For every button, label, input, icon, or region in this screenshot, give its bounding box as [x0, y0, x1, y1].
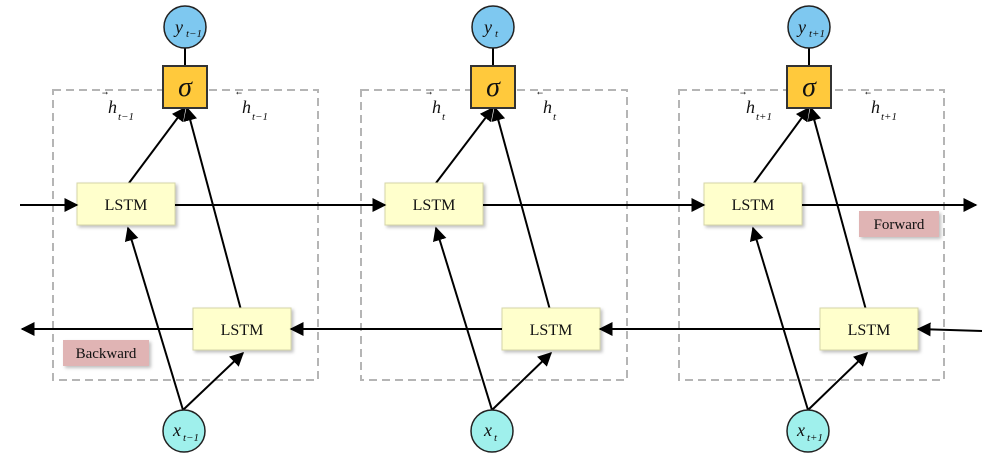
- svg-text:x: x: [172, 420, 181, 440]
- backward-entry-arrow: [916, 322, 983, 337]
- input-node: x t: [470, 409, 514, 453]
- arrow-input-to-lstm-forward: [749, 226, 809, 411]
- svg-text:y: y: [482, 17, 492, 37]
- svg-text:⃖: ⃖: [865, 91, 871, 95]
- hidden-forward-label: h ⃗ t+1: [740, 91, 772, 123]
- lstm-forward-label: LSTM: [413, 197, 456, 214]
- output-node: y t: [471, 5, 515, 49]
- output-node: y t−1: [163, 5, 207, 49]
- input-node: x t−1: [162, 409, 206, 453]
- sigma-activation: σ: [162, 65, 208, 109]
- timestep-group: y t σ h ⃗ t h ⃖ t LSTM LSTM x t: [360, 5, 628, 453]
- lstm-forward-cell: [76, 182, 176, 226]
- arrow-input-to-lstm-backward: [491, 352, 553, 411]
- arrow-lstm-forward-to-sigma: [128, 106, 186, 184]
- lstm-forward-label: LSTM: [105, 197, 148, 214]
- hidden-backward-label: h ⃖ t+1: [865, 91, 897, 123]
- svg-text:t: t: [494, 432, 498, 444]
- sigma-activation: σ: [470, 65, 516, 109]
- arrow-input-to-lstm-backward: [182, 352, 245, 411]
- hidden-forward-label: h ⃗ t−1: [102, 91, 134, 123]
- svg-text:h: h: [543, 97, 552, 117]
- arrow-lstm-backward-to-sigma: [807, 106, 867, 311]
- svg-text:σ: σ: [178, 72, 193, 103]
- forward-tag-label: Forward: [874, 217, 925, 233]
- svg-text:t−1: t−1: [252, 111, 268, 123]
- lstm-forward-label: LSTM: [732, 197, 775, 214]
- arrow-lstm-forward-to-sigma: [753, 106, 810, 184]
- svg-text:t−1: t−1: [186, 28, 202, 40]
- arrow-lstm-backward-to-sigma: [491, 106, 551, 311]
- svg-text:σ: σ: [802, 72, 817, 103]
- output-node: y t+1: [787, 5, 831, 49]
- sigma-activation: σ: [786, 65, 832, 109]
- svg-text:h: h: [746, 97, 755, 117]
- hidden-backward-label: h ⃖ t: [537, 91, 557, 123]
- arrow-input-to-lstm-forward: [124, 226, 184, 411]
- lstm-backward-label: LSTM: [221, 322, 264, 339]
- svg-text:h: h: [242, 97, 251, 117]
- svg-text:t+1: t+1: [756, 111, 772, 123]
- arrow-lstm-forward-to-sigma: [435, 106, 494, 184]
- svg-text:⃗: ⃗: [102, 91, 108, 95]
- svg-text:t+1: t+1: [807, 432, 823, 444]
- arrow-input-to-lstm-forward: [433, 226, 493, 411]
- svg-text:y: y: [173, 17, 183, 37]
- lstm-backward-label: LSTM: [848, 322, 891, 339]
- timestep-group: y t+1 σ h ⃗ t+1 h ⃖ t+1 LSTM LSTM x t+1: [678, 5, 945, 453]
- hidden-forward-label: h ⃗ t: [426, 91, 446, 123]
- arrow-lstm-backward-to-sigma: [183, 106, 242, 311]
- svg-text:t+1: t+1: [881, 111, 897, 123]
- svg-text:t−1: t−1: [183, 432, 199, 444]
- svg-text:σ: σ: [486, 72, 501, 103]
- lstm-backward-cell: [819, 307, 919, 351]
- svg-text:x: x: [796, 420, 805, 440]
- svg-text:h: h: [871, 97, 880, 117]
- svg-text:t+1: t+1: [809, 28, 825, 40]
- svg-text:h: h: [432, 97, 441, 117]
- svg-text:⃗: ⃗: [740, 91, 746, 95]
- svg-text:y: y: [796, 17, 806, 37]
- svg-text:⃖: ⃖: [236, 91, 242, 95]
- svg-text:t−1: t−1: [118, 111, 134, 123]
- svg-text:h: h: [108, 97, 117, 117]
- input-node: x t+1: [786, 409, 830, 453]
- forward-tag: [859, 211, 939, 237]
- svg-text:t: t: [553, 111, 557, 123]
- timestep-group: y t−1 σ h ⃗ t−1 h ⃖ t−1 LSTM LSTM: [52, 5, 319, 453]
- hidden-backward-label: h ⃖ t−1: [236, 91, 268, 123]
- arrow-input-to-lstm-backward: [807, 352, 869, 411]
- svg-text:t: t: [442, 111, 446, 123]
- backward-tag: [63, 340, 149, 366]
- svg-text:⃖: ⃖: [537, 91, 543, 95]
- svg-text:t: t: [495, 28, 499, 40]
- lstm-forward-cell: [703, 182, 803, 226]
- lstm-backward-label: LSTM: [530, 322, 573, 339]
- svg-text:x: x: [483, 420, 492, 440]
- backward-tag-label: Backward: [76, 346, 137, 362]
- svg-text:⃗: ⃗: [426, 91, 432, 95]
